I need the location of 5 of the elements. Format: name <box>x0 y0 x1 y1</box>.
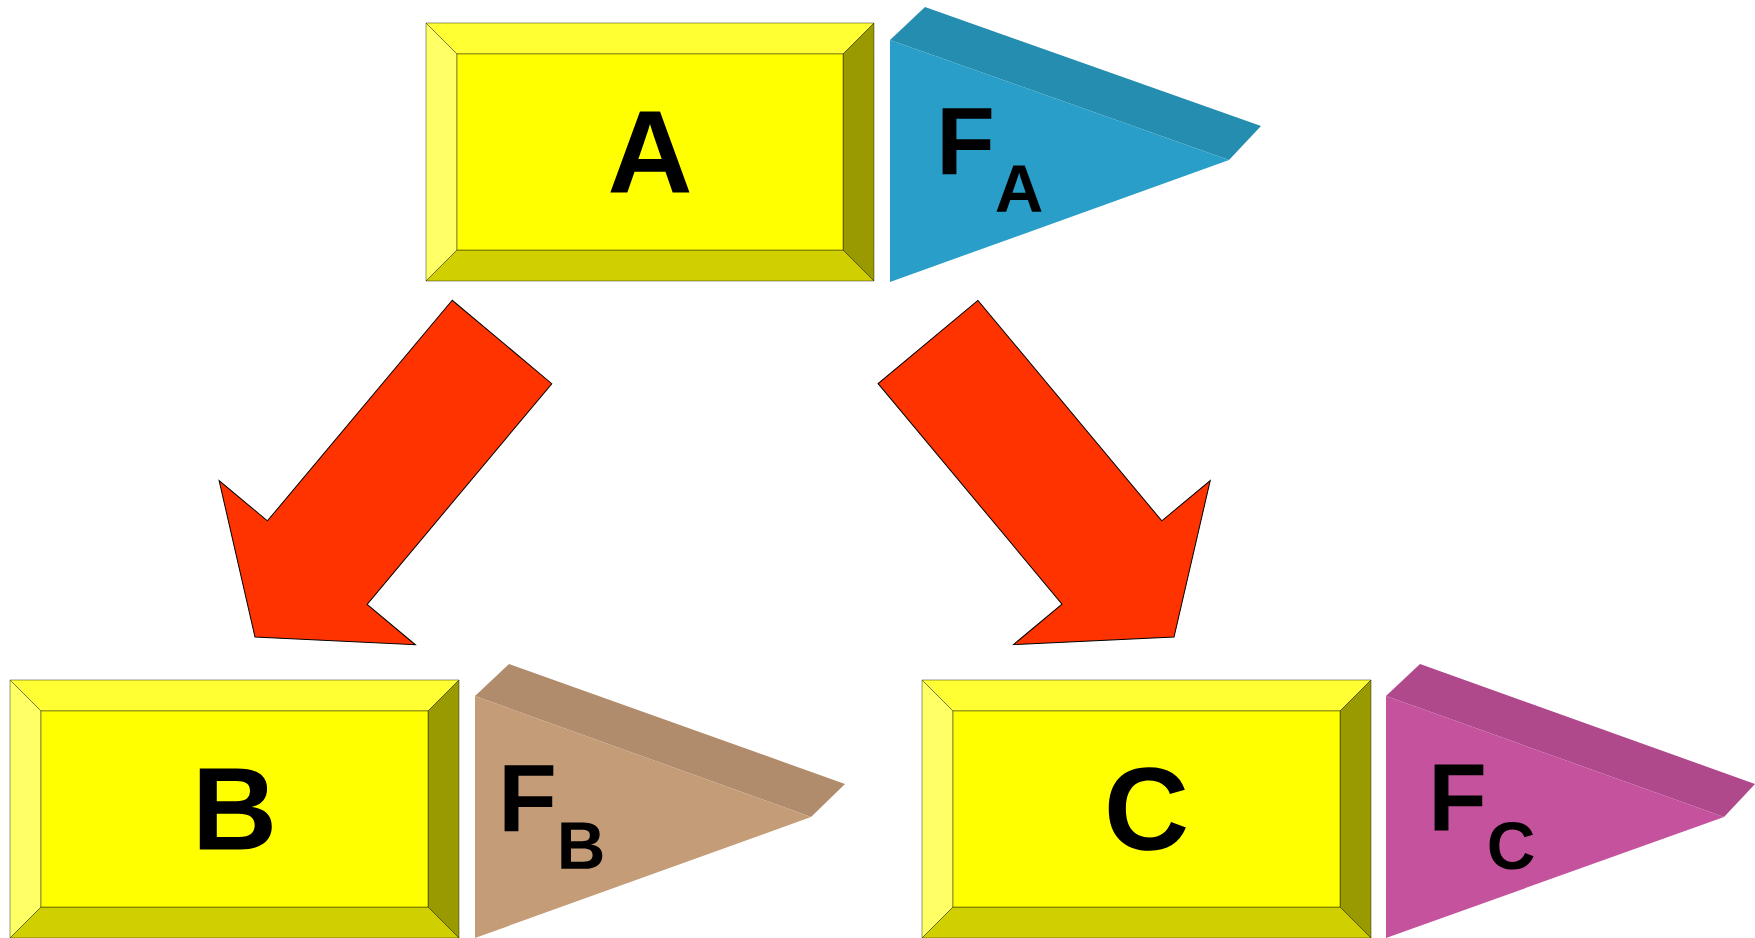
bevel-box: B <box>9 679 460 938</box>
block-arrow <box>218 299 553 646</box>
block-arrow <box>877 299 1211 645</box>
bevel-box: C <box>921 679 1372 938</box>
bevel-box: A <box>425 22 875 282</box>
